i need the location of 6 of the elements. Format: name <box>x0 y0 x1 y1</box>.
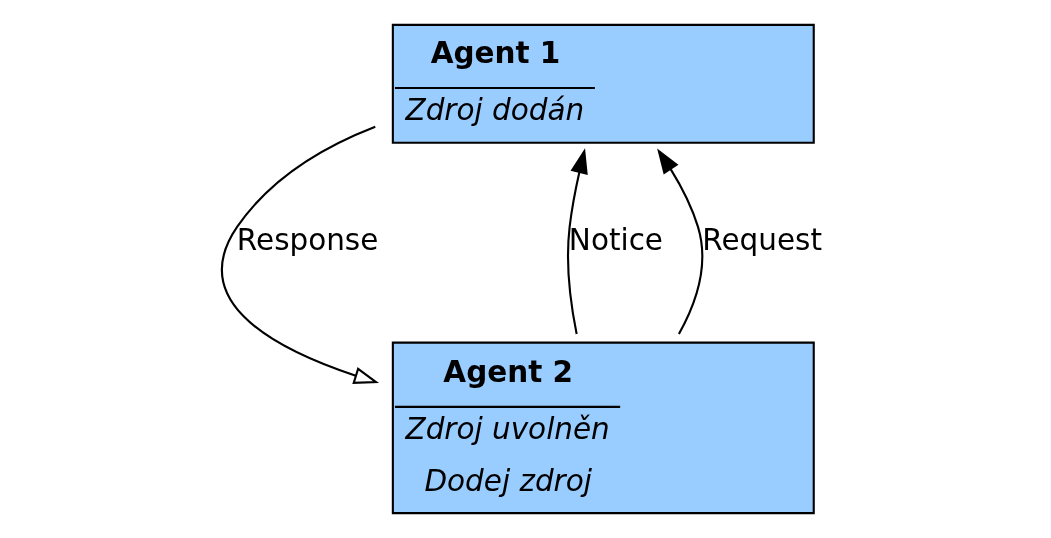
edge-label: Notice <box>568 223 663 258</box>
edge-label: Request <box>701 223 822 258</box>
arrow <box>566 148 588 335</box>
arrow <box>220 125 379 384</box>
edge-label: Response <box>236 223 378 258</box>
arrow <box>656 148 703 335</box>
